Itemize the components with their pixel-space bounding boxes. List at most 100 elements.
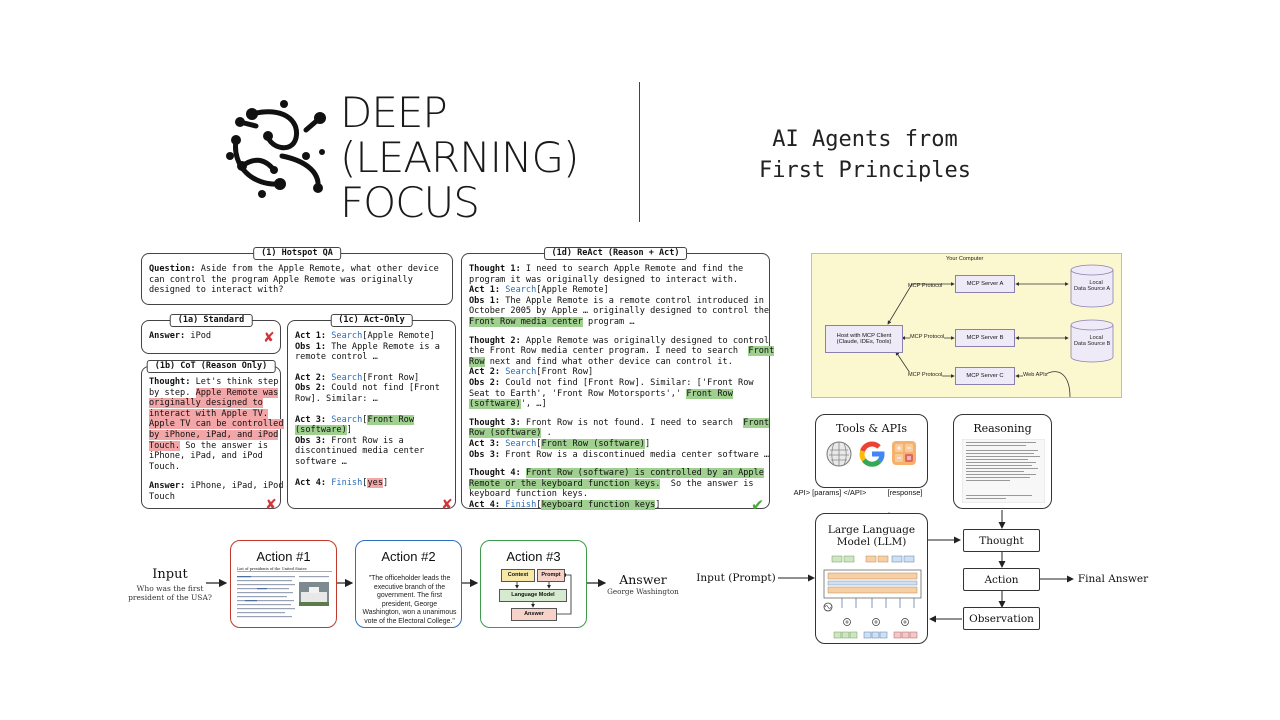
highlight-text: Front Row (686, 388, 733, 399)
thought-text: Let's think step (190, 377, 279, 387)
answer-value: iPod (185, 331, 212, 341)
thought-text: iPhone, iPad, and iPod (149, 451, 263, 462)
obs-text: program … (582, 316, 635, 327)
input-question: Who was the first president of the USA? (128, 584, 212, 602)
search-action: Search (331, 414, 363, 425)
logo-line-3: FOCUS (340, 178, 480, 227)
highlight-text: originally designed to (149, 398, 263, 409)
obs-label: Obs 3: (295, 435, 327, 446)
agent-arrows (778, 510, 1074, 623)
llm-title-line: Large Language (827, 524, 916, 536)
react-panel: (1d) ReAct (Reason + Act) Thought 1: I n… (461, 247, 775, 516)
source-label: Local (1089, 280, 1103, 286)
mcp-protocol-label: MCP Protocol (908, 372, 943, 378)
quote-line: vote of the Electoral College." (364, 617, 455, 625)
obs-label: Obs 1: (295, 341, 327, 352)
highlight-text: Front (748, 346, 775, 357)
thought-text: So the answer is (180, 440, 269, 451)
mcp-title: Your Computer (946, 256, 984, 262)
action-arg: [Apple Remote] (536, 285, 609, 296)
subtitle-line-1: AI Agents from (772, 127, 958, 152)
panel-title: (1b) CoT (Reason Only) (146, 360, 276, 373)
panel-title: (1) Hotspot QA (253, 247, 341, 260)
answer-value: iPhone, iPad, iPod (185, 481, 284, 492)
check-mark-icon: ✔ (752, 494, 763, 516)
action-3-arrows (515, 573, 572, 615)
finish-action: Finish (331, 477, 363, 488)
wiki-page-thumbnail: List of presidents of the United States (237, 567, 332, 623)
thought-text: . (541, 428, 552, 439)
mcp-diagram: Your Computer Host with MCP Client (Clau… (811, 253, 1122, 398)
action-3-box: Action #3 Context Prompt Language Model … (480, 540, 587, 628)
obs-text: The Apple Remote is a (326, 341, 440, 352)
thought-text: So the answer is (660, 478, 754, 489)
wrong-mark-icon: ✘ (442, 494, 452, 514)
obs-text: The Apple Remote is a remote control int… (500, 295, 764, 306)
logo-wordmark: DEEP (LEARNING) FOCUS (340, 90, 579, 227)
database-a-icon (1070, 264, 1114, 308)
reasoning-document (962, 439, 1045, 503)
highlight-text: (software) (295, 425, 347, 436)
final-answer-label: Final Answer (1077, 573, 1149, 585)
obs-label: Obs 1: (469, 295, 501, 306)
highlight-text: Remote or the keyboard function keys. (469, 478, 661, 489)
thought-label: Thought 4: (469, 468, 521, 479)
highlight-text: Apple TV can be controlled (149, 419, 284, 430)
thought-label: Thought 1: (469, 264, 521, 274)
bracket: ] (644, 438, 651, 449)
answer-label: Answer: (149, 481, 186, 492)
language-model-box: Language Model (499, 589, 567, 602)
wiki-page-content (237, 576, 329, 618)
database-b-icon (1070, 319, 1114, 363)
act-label: Act 4: (295, 477, 327, 488)
prompt-box: Prompt (537, 569, 565, 582)
act-label: Act 4: (469, 499, 501, 510)
highlight-text: interact with Apple TV. (149, 408, 268, 419)
obs-text: remote control … (295, 352, 378, 363)
mcp-server-a-box: MCP Server A (955, 275, 1015, 293)
wrong-mark-icon: ✘ (266, 494, 276, 514)
obs-text: discontinued media center (295, 446, 425, 457)
obs-text: Front Row is a (326, 435, 404, 446)
google-icon (859, 441, 885, 467)
highlight-text: Front Row media center (469, 316, 583, 327)
action-flow-arrows (206, 578, 607, 588)
input-prompt-label: Input (Prompt) (696, 572, 776, 584)
thought-text: by step. (149, 387, 196, 398)
highlight-text: (software) (469, 399, 521, 410)
search-action: Search (505, 367, 537, 378)
api-call-label: API> [params] </API> (793, 488, 867, 497)
quote-line: "The officeholder leads the (368, 575, 451, 582)
action-arg: [Front Row] (362, 372, 420, 383)
mcp-host-box: Host with MCP Client (Claude, IDEs, Tool… (825, 325, 903, 353)
quote-line: Washington, won a unanimous (362, 609, 457, 617)
standard-panel: (1a) Standard Answer: iPod ✘ (141, 314, 281, 354)
act-label: Act 2: (469, 367, 501, 378)
action-1-box: Action #1 List of presidents of the Unit… (230, 540, 337, 628)
highlight-text: Touch. (149, 440, 181, 451)
finish-action: Finish (505, 499, 537, 510)
source-label: Data Source A (1074, 286, 1111, 292)
action-2-quote: "The officeholder leads the executive br… (360, 575, 459, 627)
act-label: Act 3: (469, 438, 501, 449)
question-line: president of the USA? (128, 593, 212, 602)
llm-box: Large Language Model (LLM) (815, 513, 928, 644)
tools-title: Tools & APIs (835, 422, 907, 435)
quote-line: government. The first (377, 592, 442, 600)
act-label: Act 3: (295, 414, 327, 425)
search-action: Search (331, 331, 363, 341)
answer-label: Answer: (149, 331, 186, 341)
wrong-mark-icon: ✘ (264, 327, 274, 346)
observation-label: Observation (969, 612, 1034, 625)
action-box: Action (963, 568, 1040, 591)
search-action: Search (505, 438, 537, 449)
thought-label: Thought 3: (469, 417, 521, 428)
answer-value: George Washington (607, 587, 679, 596)
action-arg: [Apple Remote] (362, 331, 435, 341)
act-only-panel: (1c) Act-Only Act 1: Search[Apple Remote… (287, 314, 456, 514)
thought-text: keyboard function keys. (469, 489, 588, 500)
highlight-text: by iPhone, iPad, and iPod (149, 429, 279, 440)
obs-text: October 2005 by Apple … originally desig… (469, 306, 770, 317)
panel-title: (1c) Act-Only (330, 314, 413, 327)
mcp-protocol-label: MCP Protocol (908, 283, 943, 289)
